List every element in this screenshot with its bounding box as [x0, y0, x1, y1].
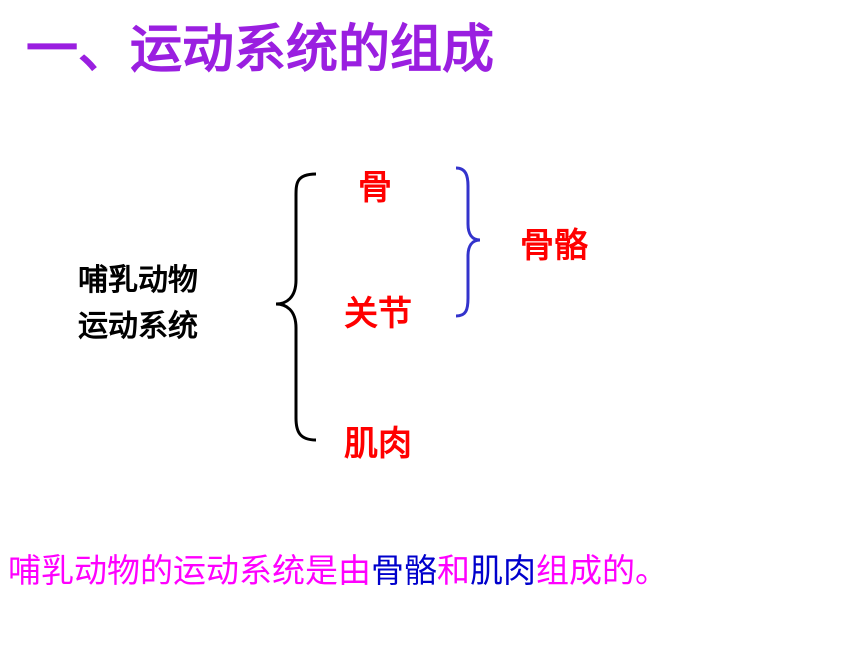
root-label-line1: 哺乳动物 [78, 263, 198, 298]
summary-part3: 和 [437, 551, 470, 590]
group-label-skeleton: 骨骼 [520, 226, 588, 266]
slide-title: 一、运动系统的组成 [26, 20, 495, 80]
summary-part5: 组成的。 [536, 551, 668, 590]
root-label-line2: 运动系统 [78, 309, 198, 344]
summary-keyword-skeleton: 骨骼 [371, 551, 437, 590]
summary-keyword-muscle: 肌肉 [470, 551, 536, 590]
item-joint: 关节 [344, 294, 412, 334]
large-left-brace [275, 172, 317, 442]
item-muscle: 肌肉 [344, 424, 412, 464]
root-label: 哺乳动物 运动系统 [78, 258, 198, 350]
item-bone: 骨 [358, 168, 392, 208]
small-right-brace [455, 166, 481, 318]
summary-sentence: 哺乳动物的运动系统是由骨骼和肌肉组成的。 [8, 546, 668, 596]
summary-part1: 哺乳动物的运动系统是由 [8, 551, 371, 590]
